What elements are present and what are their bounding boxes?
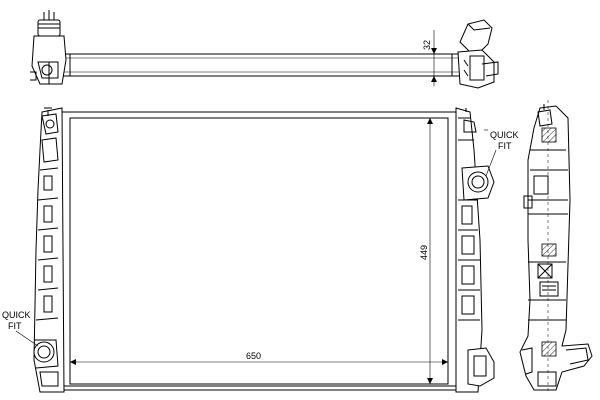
right-quick-fit-inlet [461, 165, 495, 201]
front-view-left-tank [33, 107, 65, 393]
top-view-core [61, 53, 461, 77]
quick-fit-callout-left: QUICK FIT [2, 310, 39, 347]
top-view-right-tank [457, 19, 499, 89]
side-view-hatch-3 [541, 341, 557, 357]
dimension-height-label: 449 [419, 245, 429, 260]
front-view-core [61, 111, 457, 391]
left-quick-fit-outlet [33, 341, 55, 363]
quick-fit-right-line2: FIT [498, 141, 512, 151]
top-view-left-tank [30, 10, 67, 85]
quick-fit-right-line1: QUICK [490, 130, 519, 140]
side-view-hatch-1 [541, 127, 557, 143]
top-view: 32 [30, 10, 499, 89]
quick-fit-left-line2: FIT [8, 321, 22, 331]
dimension-height: 449 [419, 118, 433, 384]
dimension-width: 650 [70, 351, 448, 365]
quick-fit-callout-right: QUICK FIT [484, 129, 519, 177]
side-view-hatch-2 [541, 243, 557, 257]
dimension-thickness-label: 32 [422, 40, 432, 50]
front-view: 449 650 QUICK FIT QUICK FIT [2, 107, 519, 393]
quick-fit-left-line1: QUICK [2, 310, 31, 320]
side-view [519, 100, 593, 394]
dimension-thickness: 32 [422, 30, 456, 86]
dimension-width-label: 650 [246, 351, 261, 361]
front-view-right-tank [455, 107, 495, 393]
